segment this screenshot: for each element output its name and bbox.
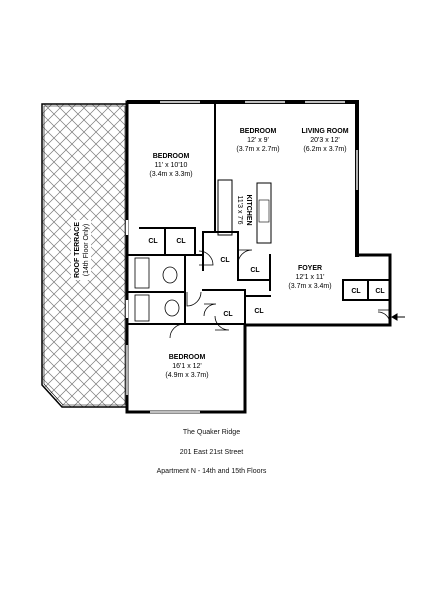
closet-label: CL	[351, 288, 361, 295]
living-room-metric: (6.2m x 3.7m)	[303, 146, 346, 153]
room-bedroom-3: BEDROOM 16'1 x 12' (4.9m x 3.7m)	[165, 354, 208, 379]
bedroom-1-dims: 11' x 10'10	[155, 162, 188, 169]
room-bedroom-1: BEDROOM 11' x 10'10 (3.4m x 3.3m)	[149, 153, 192, 178]
closet-label: CL	[250, 267, 260, 274]
kitchen-fixtures	[217, 179, 272, 244]
room-living: LIVING ROOM 20'3 x 12' (6.2m x 3.7m)	[301, 128, 348, 153]
closet-label: CL	[176, 238, 186, 245]
kitchen-dims: 11'3 x 7'6	[236, 195, 243, 224]
closet-label: CL	[375, 288, 385, 295]
building-address: 201 East 21st Street	[179, 449, 244, 456]
entry-door[interactable]	[377, 309, 391, 325]
closet-label: CL	[254, 308, 264, 315]
foyer-name: FOYER	[298, 265, 322, 272]
room-bedroom-2: BEDROOM 12' x 9' (3.7m x 2.7m)	[236, 128, 279, 153]
bedroom-3-name: BEDROOM	[169, 354, 206, 361]
bedroom-1-metric: (3.4m x 3.3m)	[149, 171, 192, 178]
window-marks	[125, 100, 359, 414]
roof-terrace-label: ROOF TERRACE (14th Floor Only)	[71, 220, 91, 280]
closet-label: CL	[223, 311, 233, 318]
door-swings	[169, 249, 253, 339]
closet-label: CL	[220, 257, 230, 264]
entry-arrow-icon	[391, 313, 405, 321]
bedroom-3-dims: 16'1 x 12'	[172, 363, 202, 370]
building-name: The Quaker Ridge	[182, 429, 241, 436]
foyer-metric: (3.7m x 3.4m)	[288, 283, 331, 290]
living-room-dims: 20'3 x 12'	[310, 137, 340, 144]
roof-terrace-name: ROOF TERRACE	[74, 222, 81, 278]
room-foyer: FOYER 12'1 x 11' (3.7m x 3.4m)	[288, 265, 331, 290]
bedroom-1-name: BEDROOM	[153, 153, 190, 160]
room-kitchen: KITCHEN 11'3 x 7'6	[236, 194, 252, 225]
bedroom-2-name: BEDROOM	[240, 128, 277, 135]
roof-terrace-note: (14th Floor Only)	[83, 224, 90, 277]
closet-label: CL	[148, 238, 158, 245]
living-room-name: LIVING ROOM	[301, 128, 348, 135]
kitchen-name: KITCHEN	[245, 194, 252, 225]
bedroom-3-metric: (4.9m x 3.7m)	[165, 372, 208, 379]
apartment-floors: Apartment N - 14th and 15th Floors	[156, 468, 267, 475]
bedroom-2-dims: 12' x 9'	[247, 137, 269, 144]
window-lines	[125, 100, 359, 414]
bath-fixtures	[134, 257, 180, 322]
bedroom-2-metric: (3.7m x 2.7m)	[236, 146, 279, 153]
closet-labels: CL CL CL CL CL CL CL CL	[148, 238, 385, 318]
foyer-dims: 12'1 x 11'	[295, 274, 324, 281]
